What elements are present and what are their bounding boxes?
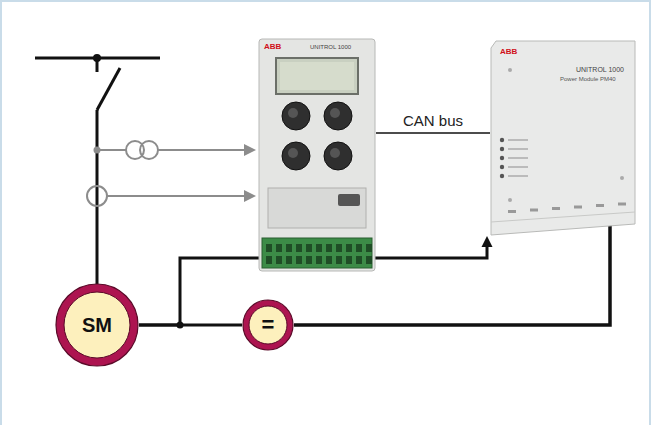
terminal-screw: [276, 256, 282, 264]
device-label: UNITROL 1000: [576, 66, 624, 73]
machine-symbol-text: =: [262, 314, 275, 336]
brand-logo: ABB: [264, 43, 281, 51]
inner-disc: [64, 292, 130, 358]
terminal-screw: [266, 244, 272, 252]
led-legend-mark: [508, 157, 528, 159]
display-glass: [280, 62, 354, 90]
terminal-screw: [326, 256, 332, 264]
current-transformer: [87, 186, 107, 206]
push-button: [282, 142, 310, 170]
terminal-screw: [296, 244, 302, 252]
screw: [508, 68, 512, 72]
outer-ring: [56, 284, 138, 366]
connector-slot: [596, 204, 604, 207]
screw: [508, 198, 512, 202]
device-label: UNITROL 1000: [310, 44, 351, 50]
outer-ring: [243, 300, 293, 350]
voltage-transformer: [140, 141, 158, 159]
terminal-screw: [306, 256, 312, 264]
terminal-screw: [356, 256, 362, 264]
connector-slot: [574, 206, 582, 209]
label-area: [268, 188, 366, 228]
led-legend-mark: [508, 175, 528, 177]
push-button: [324, 142, 352, 170]
exciter: =: [242, 299, 294, 351]
terminal-screw: [316, 244, 322, 252]
display: [276, 58, 358, 94]
terminal-screw: [366, 244, 372, 252]
terminal-screw: [266, 256, 272, 264]
terminal-screw: [316, 256, 322, 264]
button-highlight: [288, 108, 298, 118]
brand-logo: ABB: [500, 48, 517, 56]
status-led: [500, 174, 504, 178]
button-highlight: [330, 148, 340, 158]
terminal-screw: [306, 244, 312, 252]
button-highlight: [330, 108, 340, 118]
status-led: [500, 156, 504, 160]
arrow-head: [244, 190, 256, 202]
switch-contact: [96, 58, 99, 72]
bus-label: CAN bus: [400, 113, 466, 130]
button-highlight: [288, 148, 298, 158]
connector-slot: [508, 210, 516, 213]
power-module: ABB UNITROL 1000Power Module PM40: [490, 40, 636, 236]
controller-unit-outline: [258, 38, 376, 272]
connector-slot: [530, 209, 538, 212]
breaker-blade: [97, 68, 120, 110]
terminal-block: [262, 238, 372, 268]
status-led: [500, 138, 504, 142]
connector-slot: [552, 207, 560, 210]
terminal-screw: [286, 256, 292, 264]
status-led: [500, 147, 504, 151]
terminal-screw: [356, 244, 362, 252]
inner-disc: [249, 306, 287, 344]
led-legend-mark: [508, 148, 528, 150]
push-button: [282, 102, 310, 130]
terminal-screw: [346, 244, 352, 252]
arrow-head: [244, 144, 256, 156]
terminal-screw: [366, 256, 372, 264]
terminal-screw: [286, 244, 292, 252]
terminal-screw: [326, 244, 332, 252]
status-led: [500, 165, 504, 169]
module-housing: [491, 41, 635, 235]
serial-port: [338, 194, 360, 206]
terminal-screw: [336, 256, 342, 264]
connector-slot: [618, 203, 626, 206]
measurement-line: [107, 195, 246, 197]
machine-symbol-text: SM: [82, 315, 112, 335]
terminal-screw: [346, 256, 352, 264]
measurement-line: [158, 149, 246, 151]
controller-unit: ABB UNITROL 1000: [258, 38, 376, 272]
terminal-screw: [336, 244, 342, 252]
synchronous-machine: SM: [55, 283, 139, 367]
terminal-screw: [276, 244, 282, 252]
led-legend-mark: [508, 166, 528, 168]
connector: [139, 324, 242, 327]
vt-lead: [97, 149, 126, 151]
push-button: [324, 102, 352, 130]
connector: [376, 132, 490, 134]
screw: [620, 176, 624, 180]
led-legend-mark: [508, 139, 528, 141]
housing-edge: [491, 212, 635, 222]
terminal-screw: [296, 256, 302, 264]
device-housing: [259, 39, 375, 271]
device-label: Power Module PM40: [560, 76, 616, 82]
